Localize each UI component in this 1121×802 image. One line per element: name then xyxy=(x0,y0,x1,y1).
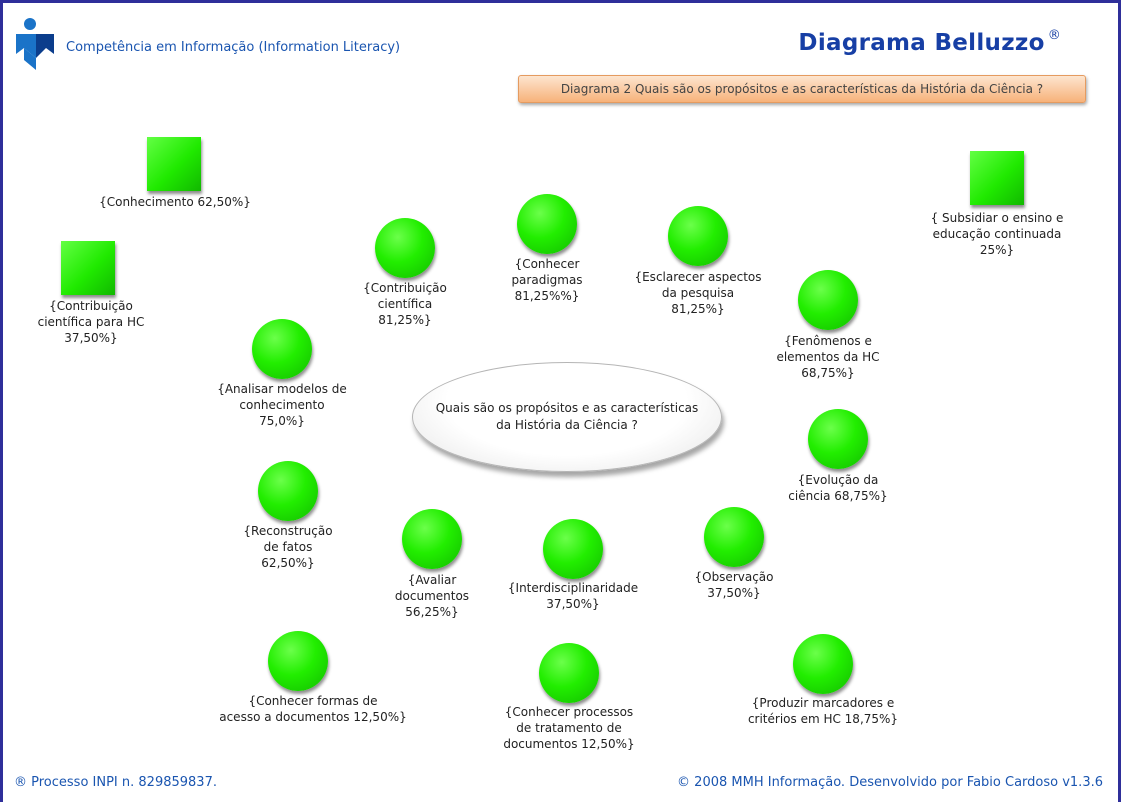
node-analisar-circle[interactable] xyxy=(252,319,312,379)
node-interdisciplinaridade-circle[interactable] xyxy=(543,519,603,579)
node-analisar-label: {Analisar modelos de conhecimento 75,0%} xyxy=(217,382,347,428)
node-paradigmas-circle[interactable] xyxy=(517,194,577,254)
node-subsidiar-label: { Subsidiar o ensino e educação continua… xyxy=(930,211,1064,257)
node-contribuicao-cientifica-circle[interactable] xyxy=(375,218,435,278)
footer-credits-text: © 2008 MMH Informação. Desenvolvido por … xyxy=(677,775,1103,790)
node-contribuicao-hc-square[interactable] xyxy=(61,241,115,295)
node-esclarecer-circle[interactable] xyxy=(668,206,728,266)
node-interdisciplinaridade-label: {Interdisciplinaridade 37,50%} xyxy=(507,581,639,611)
node-avaliar-circle[interactable] xyxy=(402,509,462,569)
node-avaliar-label: {Avaliar documentos 56,25%} xyxy=(394,573,470,619)
node-contribuicao-cientifica-label: {Contribuição científica 81,25%} xyxy=(363,281,447,327)
footer-patent-text: ® Processo INPI n. 829859837. xyxy=(14,775,217,790)
node-fenomenos-circle[interactable] xyxy=(798,270,858,330)
node-reconstrucao-circle[interactable] xyxy=(258,461,318,521)
central-question-text: Quais são os propósitos e as característ… xyxy=(435,401,699,432)
node-esclarecer-label: {Esclarecer aspectos da pesquisa 81,25%} xyxy=(634,270,762,316)
brand-title: Diagrama Belluzzo xyxy=(798,30,1045,56)
node-conhecimento-square[interactable] xyxy=(147,137,201,191)
node-processos-circle[interactable] xyxy=(539,643,599,703)
node-contribuicao-hc-label: {Contribuição científica para HC 37,50%} xyxy=(37,299,145,345)
central-question-ellipse: Quais são os propósitos e as característ… xyxy=(412,362,722,472)
node-processos-label: {Conhecer processos de tratamento de doc… xyxy=(503,705,635,751)
node-evolucao-label: {Evolução da ciência 68,75%} xyxy=(788,473,888,503)
node-reconstrucao-label: {Reconstrução de fatos 62,50%} xyxy=(243,524,333,570)
node-evolucao-circle[interactable] xyxy=(808,409,868,469)
node-observacao-label: {Observação 37,50%} xyxy=(694,570,774,600)
person-logo-icon xyxy=(16,18,54,70)
node-conhecimento-label: {Conhecimento 62,50%} xyxy=(99,195,251,209)
node-formas-acesso-label: {Conhecer formas de acesso a documentos … xyxy=(219,694,407,724)
app-title: Competência em Informação (Information L… xyxy=(66,40,401,55)
node-formas-acesso-circle[interactable] xyxy=(268,631,328,691)
node-marcadores-label: {Produzir marcadores e critérios em HC 1… xyxy=(747,696,899,726)
node-marcadores-circle[interactable] xyxy=(793,634,853,694)
registered-mark: ® xyxy=(1047,28,1061,43)
question-banner: Diagrama 2 Quais são os propósitos e as … xyxy=(518,75,1086,103)
node-fenomenos-label: {Fenômenos e elementos da HC 68,75%} xyxy=(776,334,880,380)
node-paradigmas-label: {Conhecer paradigmas 81,25%%} xyxy=(511,257,583,303)
node-subsidiar-square[interactable] xyxy=(970,151,1024,205)
brand-title-group: Diagrama Belluzzo® xyxy=(798,28,1061,56)
node-observacao-circle[interactable] xyxy=(704,507,764,567)
